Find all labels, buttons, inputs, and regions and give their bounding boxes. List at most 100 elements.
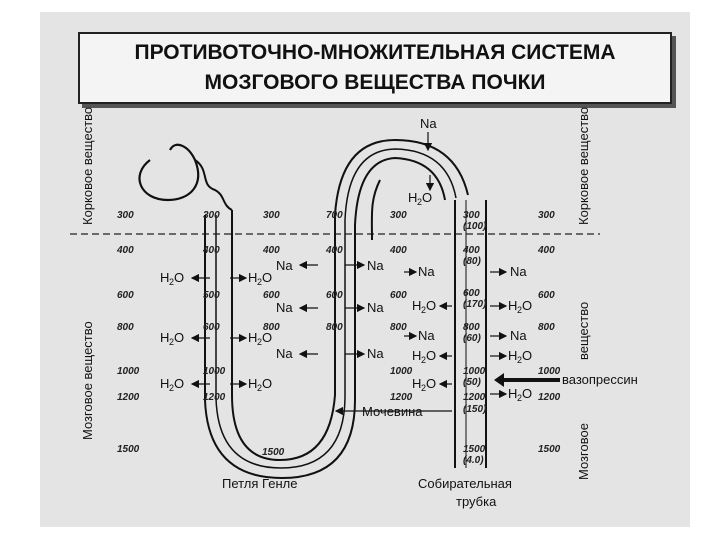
collecting-duct-value-3: (80) <box>463 256 481 267</box>
svg-text:H: H <box>160 270 169 285</box>
ascending-outer-value-1: 400 <box>325 245 343 256</box>
ascending-outer-value-0: 700 <box>326 210 343 221</box>
collecting-duct-value-13: (4.0) <box>463 455 484 466</box>
proximal-tubule <box>194 159 233 211</box>
svg-text:2: 2 <box>169 383 174 393</box>
collecting-duct-values: 300(100)400(80)600(170)800(60)1000(50)12… <box>462 210 487 466</box>
svg-text:O: O <box>426 376 436 391</box>
descending-value-2: 500 <box>203 290 220 301</box>
svg-text:2: 2 <box>257 337 262 347</box>
right-scale-value-6: 1500 <box>538 444 561 455</box>
ascending-inner-value-1: 400 <box>262 245 280 256</box>
label-na-4: Na <box>510 264 527 279</box>
svg-text:O: O <box>262 270 272 285</box>
collecting-duct-value-4: 600 <box>463 288 480 299</box>
right-scale-value-1: 400 <box>537 245 555 256</box>
svg-text:O: O <box>174 376 184 391</box>
title-line-1: ПРОТИВОТОЧНО-МНОЖИТЕЛЬНАЯ СИСТЕМА <box>134 41 616 64</box>
collecting-duct-value-6: 800 <box>463 322 480 333</box>
left-scale-value-1: 400 <box>116 245 134 256</box>
svg-text:O: O <box>262 330 272 345</box>
collecting-duct-value-0: 300 <box>463 210 480 221</box>
svg-text:2: 2 <box>421 355 426 365</box>
label-na-top: Na <box>420 116 437 131</box>
svg-text:O: O <box>522 348 532 363</box>
collecting-duct-value-7: (60) <box>463 333 481 344</box>
svg-text:O: O <box>174 330 184 345</box>
title-line-2: МОЗГОВОГО ВЕЩЕСТВА ПОЧКИ <box>204 71 546 94</box>
right-scale-value-4: 1000 <box>538 366 561 377</box>
svg-text:H: H <box>408 190 417 205</box>
svg-text:2: 2 <box>517 393 522 403</box>
svg-text:2: 2 <box>517 305 522 315</box>
distal-value-4: 1000 <box>390 366 413 377</box>
svg-text:H: H <box>412 376 421 391</box>
side-label-medulla-right-bottom: Мозговое <box>576 423 591 480</box>
svg-text:H: H <box>248 330 257 345</box>
svg-text:H: H <box>508 298 517 313</box>
right-scale-value-5: 1200 <box>538 392 561 403</box>
label-na-3: Na <box>418 264 435 279</box>
svg-text:H: H <box>508 348 517 363</box>
svg-text:H: H <box>412 298 421 313</box>
distal-value-3: 800 <box>390 322 407 333</box>
label-na-6: Na <box>367 300 384 315</box>
collecting-duct-value-9: (50) <box>463 377 481 388</box>
ascending-outer-value-2: 600 <box>326 290 343 301</box>
descending-value-5: 1200 <box>203 392 226 403</box>
title-box: ПРОТИВОТОЧНО-МНОЖИТЕЛЬНАЯ СИСТЕМА МОЗГОВ… <box>78 32 672 104</box>
side-label-medulla-right-top: вещество <box>576 302 591 360</box>
svg-text:2: 2 <box>417 197 422 207</box>
label-na-8: Na <box>510 328 527 343</box>
svg-text:H: H <box>160 330 169 345</box>
side-label-cortex-left: Корковое вещество <box>80 107 95 225</box>
svg-text:H: H <box>508 386 517 401</box>
caption-loop-of-henle: Петля Генле <box>222 476 297 491</box>
label-na-9: Na <box>276 346 293 361</box>
collecting-duct-value-8: 1000 <box>463 366 486 377</box>
descending-value-0: 300 <box>203 210 220 221</box>
transport-arrows <box>190 132 508 416</box>
distal-tubule <box>370 179 381 241</box>
svg-text:O: O <box>426 348 436 363</box>
svg-text:H: H <box>248 376 257 391</box>
left-scale-value-2: 600 <box>117 290 134 301</box>
bowman-capsule <box>138 143 200 202</box>
label-na-5: Na <box>276 300 293 315</box>
descending-value-4: 1000 <box>203 366 226 377</box>
svg-text:2: 2 <box>421 305 426 315</box>
collecting-duct-value-12: 1500 <box>463 444 486 455</box>
svg-text:2: 2 <box>257 383 262 393</box>
distal-value-2: 600 <box>390 290 407 301</box>
label-na-10: Na <box>367 346 384 361</box>
svg-text:2: 2 <box>421 383 426 393</box>
ascending-inner-value-3: 800 <box>263 322 280 333</box>
descending-value-1: 400 <box>202 245 220 256</box>
left-scale-value-5: 1200 <box>117 392 140 403</box>
label-na-1: Na <box>276 258 293 273</box>
svg-text:2: 2 <box>169 277 174 287</box>
svg-text:H: H <box>160 376 169 391</box>
collecting-duct-value-1: (100) <box>463 221 487 232</box>
loop-of-henle-lumen-1 <box>215 148 457 469</box>
svg-text:O: O <box>174 270 184 285</box>
side-label-cortex-right: Корковое вещество <box>576 107 591 225</box>
right-scale-value-0: 300 <box>538 210 555 221</box>
collecting-duct-value-5: (170) <box>463 299 487 310</box>
svg-text:H: H <box>248 270 257 285</box>
